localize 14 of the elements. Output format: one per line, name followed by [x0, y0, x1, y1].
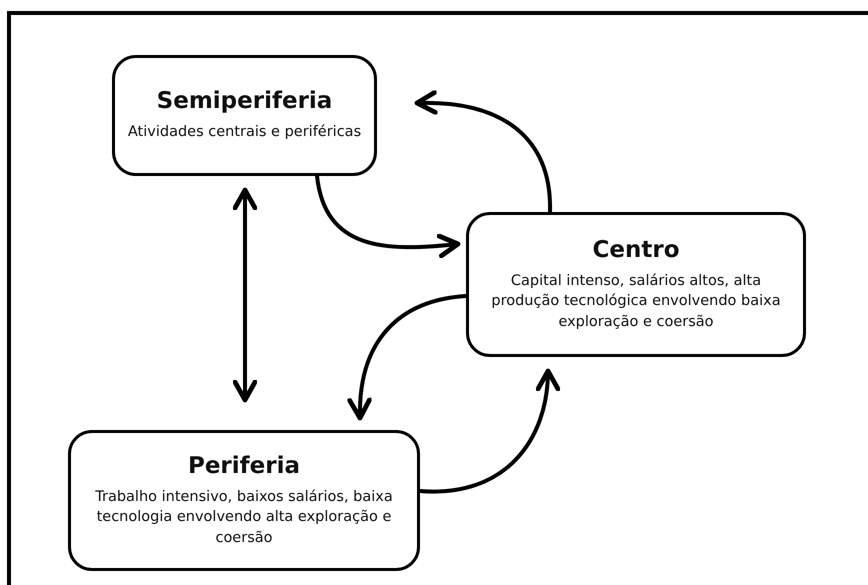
curved-arrow: [315, 174, 460, 258]
node-title: Periferia: [188, 453, 300, 480]
node-title: Semiperiferia: [156, 88, 332, 114]
node-title: Centro: [592, 237, 680, 264]
node-description: Trabalho intensivo, baixos salários, baixa tecnologia envolvendo alta exploração e coersão: [94, 488, 394, 548]
curved-arrow: [414, 90, 552, 214]
node-description: Atividades centrais e periféricas: [128, 123, 362, 142]
curved-arrow: [348, 294, 468, 420]
center-box: [466, 212, 806, 357]
curved-arrow: [232, 188, 258, 402]
semiperiphery-box: [112, 55, 377, 176]
periphery-box: [68, 430, 420, 571]
node-description: Capital intenso, salários altos, alta produção tecnológica envolvendo baixa exploração e coersão: [490, 272, 782, 332]
curved-arrow: [418, 368, 560, 494]
